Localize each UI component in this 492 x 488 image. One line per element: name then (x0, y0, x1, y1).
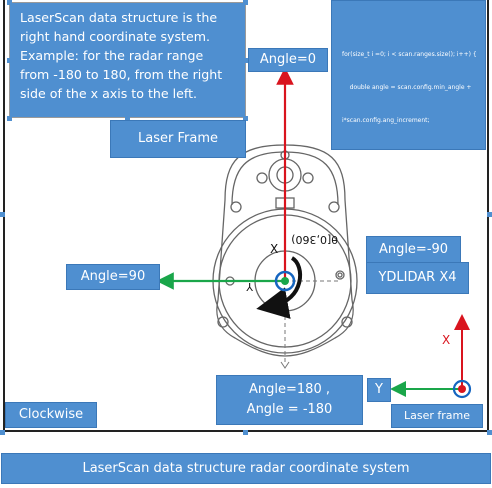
code-line: } (342, 150, 346, 157)
resize-handle[interactable] (125, 116, 130, 121)
resize-handle[interactable] (243, 58, 248, 63)
mini-y-label: Y (367, 378, 391, 402)
laser-frame-small-label: Laser frame (391, 404, 483, 428)
angle-180-text: Angle=180 , (249, 382, 330, 397)
resize-handle[interactable] (243, 0, 248, 5)
resize-handle[interactable] (0, 430, 5, 435)
description-text: LaserScan data structure is the right ha… (20, 10, 223, 101)
theta-label: θ[0,360) (291, 233, 338, 246)
angle-neg180-text: Angle = -180 (246, 402, 333, 417)
code-line: double angle = scan.config.min_angle + (342, 84, 472, 91)
origin-dot (281, 277, 289, 285)
device-y-label: Y (246, 280, 254, 293)
resize-handle[interactable] (243, 116, 248, 121)
angle-90-label: Angle=90 (66, 264, 160, 290)
description-box[interactable]: LaserScan data structure is the right ha… (9, 2, 246, 118)
resize-handle[interactable] (243, 430, 248, 435)
laser-frame-label: Laser Frame (110, 120, 246, 158)
clockwise-label: Clockwise (5, 402, 97, 428)
mini-origin-dot (458, 385, 466, 393)
resize-handle[interactable] (7, 58, 12, 63)
rotation-arrow (256, 256, 303, 319)
reference-arrow-down (280, 361, 290, 369)
code-line: for(size_t i =0; i < scan.ranges.size();… (342, 51, 477, 58)
mini-x-label: X (442, 333, 450, 347)
resize-handle[interactable] (7, 0, 12, 5)
resize-handle[interactable] (7, 116, 12, 121)
angle-180-label: Angle=180 , Angle = -180 (216, 375, 363, 425)
mini-origin-ring (452, 379, 472, 399)
resize-handle[interactable] (487, 212, 492, 217)
code-snippet-box: for(size_t i =0; i < scan.ranges.size();… (331, 0, 486, 157)
code-line: i*scan.config.ang_increment; (342, 117, 430, 124)
angle-neg90-label: Angle=-90 (366, 236, 461, 263)
figure-caption: LaserScan data structure radar coordinat… (1, 453, 491, 484)
resize-handle[interactable] (487, 430, 492, 435)
origin-ring (274, 270, 296, 292)
device-x-label: X (270, 242, 278, 256)
resize-handle[interactable] (0, 212, 5, 217)
device-name-label: YDLIDAR X4 (366, 262, 469, 294)
angle-0-label: Angle=0 (248, 48, 328, 72)
